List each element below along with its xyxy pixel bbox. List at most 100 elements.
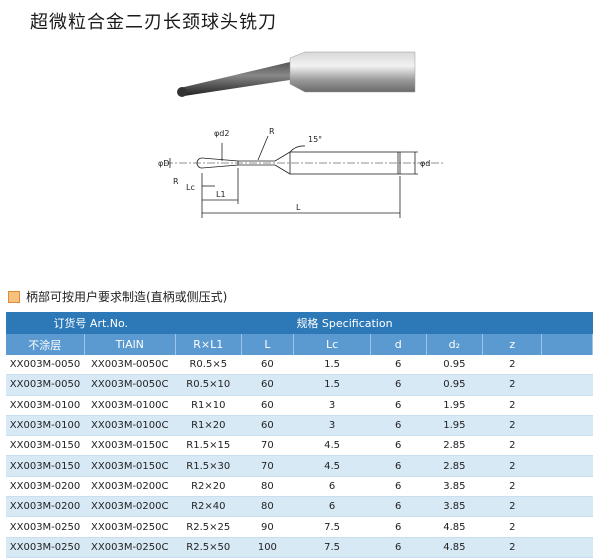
cell-d2: 3.85 bbox=[426, 496, 483, 518]
cell-lc: 3 bbox=[293, 415, 371, 437]
cell-z: 2 bbox=[482, 435, 542, 457]
cell-lc: 4.5 bbox=[293, 435, 371, 457]
cell-d2: 2.85 bbox=[426, 435, 483, 457]
cell-l: 60 bbox=[241, 395, 294, 416]
cell-rxl1: R0.5×10 bbox=[175, 374, 242, 396]
technical-drawing: 15° R φd2 φD R φd Lc L1 L bbox=[158, 127, 445, 218]
cell-uncoated: XX003M-0100 bbox=[6, 415, 85, 437]
cell-d2: 0.95 bbox=[426, 355, 483, 376]
cell-lc: 1.5 bbox=[293, 374, 371, 396]
cell-lc: 4.5 bbox=[293, 455, 371, 477]
col-d2: d₂ bbox=[426, 334, 484, 355]
cell-z: 2 bbox=[482, 516, 542, 538]
cell-uncoated: XX003M-0050 bbox=[6, 374, 85, 396]
cell-l: 90 bbox=[241, 516, 294, 538]
cell-lc: 3 bbox=[293, 395, 371, 416]
col-uncoated: 不涂层 bbox=[6, 334, 85, 355]
group-specification: 规格 Specification bbox=[175, 312, 593, 334]
drawing-label-l: L bbox=[296, 203, 301, 212]
cell-d: 6 bbox=[370, 537, 427, 558]
cell-rxl1: R1×10 bbox=[175, 395, 242, 416]
cell-d2: 1.95 bbox=[426, 415, 483, 437]
cell-blank bbox=[541, 496, 593, 518]
cell-blank bbox=[541, 395, 593, 416]
cell-d: 6 bbox=[370, 355, 427, 376]
cell-tialn: XX003M-0200C bbox=[84, 496, 176, 518]
cell-z: 2 bbox=[482, 374, 542, 396]
cell-l: 100 bbox=[241, 537, 294, 558]
col-z: z bbox=[482, 334, 543, 355]
cell-uncoated: XX003M-0200 bbox=[6, 476, 85, 498]
page-title: 超微粒合金二刃长颈球头铣刀 bbox=[30, 12, 277, 33]
drawing-label-angle: 15° bbox=[308, 135, 322, 144]
cell-tialn: XX003M-0050C bbox=[84, 355, 176, 376]
cell-l: 60 bbox=[241, 355, 294, 376]
col-rxl1: R×L1 bbox=[175, 334, 242, 355]
drawing-label-r-upper: R bbox=[269, 127, 275, 136]
cell-blank bbox=[541, 435, 593, 457]
cell-tialn: XX003M-0050C bbox=[84, 374, 176, 396]
cell-uncoated: XX003M-0150 bbox=[6, 455, 85, 477]
cell-d: 6 bbox=[370, 496, 427, 518]
cell-d2: 0.95 bbox=[426, 374, 483, 396]
cell-l: 80 bbox=[241, 476, 294, 498]
cell-tialn: XX003M-0150C bbox=[84, 435, 176, 457]
cell-rxl1: R2.5×50 bbox=[175, 537, 242, 558]
shank-note-text: 柄部可按用户要求制造(直柄或侧压式) bbox=[26, 290, 228, 304]
cell-tialn: XX003M-0100C bbox=[84, 415, 176, 437]
cell-uncoated: XX003M-0150 bbox=[6, 435, 85, 457]
cell-rxl1: R0.5×5 bbox=[175, 355, 242, 376]
cell-z: 2 bbox=[482, 415, 542, 437]
cell-d2: 3.85 bbox=[426, 476, 483, 498]
shank-note: 柄部可按用户要求制造(直柄或侧压式) bbox=[8, 288, 227, 305]
cell-d: 6 bbox=[370, 415, 427, 437]
cell-d: 6 bbox=[370, 455, 427, 477]
cell-d: 6 bbox=[370, 435, 427, 457]
cell-rxl1: R1×20 bbox=[175, 415, 242, 437]
cell-l: 80 bbox=[241, 496, 294, 518]
cell-uncoated: XX003M-0250 bbox=[6, 516, 85, 538]
cell-d: 6 bbox=[370, 374, 427, 396]
drawing-label-lc: Lc bbox=[186, 183, 195, 192]
cell-rxl1: R1.5×30 bbox=[175, 455, 242, 477]
product-photo bbox=[177, 51, 416, 97]
cell-d: 6 bbox=[370, 476, 427, 498]
cell-tialn: XX003M-0200C bbox=[84, 476, 176, 498]
cell-d2: 2.85 bbox=[426, 455, 483, 477]
cell-blank bbox=[541, 516, 593, 538]
col-tialn: TiAlN bbox=[84, 334, 177, 355]
cell-d2: 1.95 bbox=[426, 395, 483, 416]
cell-lc: 1.5 bbox=[293, 355, 371, 376]
cell-uncoated: XX003M-0100 bbox=[6, 395, 85, 416]
drawing-label-d: φd bbox=[420, 159, 430, 168]
cell-l: 60 bbox=[241, 374, 294, 396]
drawing-label-d2: φd2 bbox=[214, 129, 229, 138]
cell-blank bbox=[541, 355, 593, 376]
drawing-label-l1: L1 bbox=[216, 190, 226, 199]
cell-d: 6 bbox=[370, 516, 427, 538]
cell-l: 60 bbox=[241, 415, 294, 437]
cell-rxl1: R2.5×25 bbox=[175, 516, 242, 538]
drawing-label-r-lower: R bbox=[173, 177, 179, 186]
cell-tialn: XX003M-0100C bbox=[84, 395, 176, 416]
cell-lc: 7.5 bbox=[293, 537, 371, 558]
cell-rxl1: R2×40 bbox=[175, 496, 242, 518]
table-column-header: 不涂层 TiAlN R×L1 L Lc d d₂ z bbox=[6, 334, 593, 355]
cell-uncoated: XX003M-0050 bbox=[6, 355, 85, 376]
cell-lc: 6 bbox=[293, 476, 371, 498]
cell-z: 2 bbox=[482, 496, 542, 518]
cell-rxl1: R1.5×15 bbox=[175, 435, 242, 457]
col-d: d bbox=[370, 334, 427, 355]
cell-blank bbox=[541, 537, 593, 558]
cell-tialn: XX003M-0150C bbox=[84, 455, 176, 477]
col-l: L bbox=[241, 334, 295, 355]
